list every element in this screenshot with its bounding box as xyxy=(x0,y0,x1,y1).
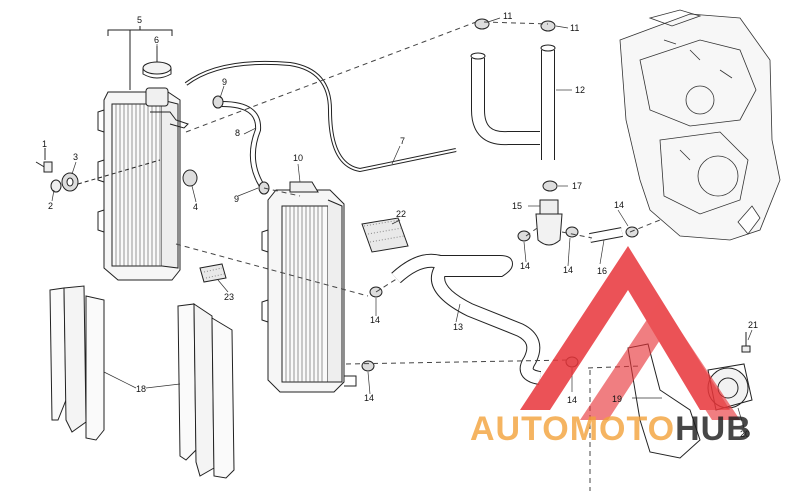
washer xyxy=(50,179,62,193)
svg-text:AUTOMOTOHUB: AUTOMOTOHUB xyxy=(470,410,752,448)
pump-gasket xyxy=(627,343,701,459)
group-bracket xyxy=(107,29,173,36)
hose-clamp xyxy=(540,20,556,32)
hose-clamp xyxy=(517,230,531,242)
callout-14: 14 xyxy=(567,395,577,405)
callout-16: 16 xyxy=(597,266,607,276)
callout-11: 11 xyxy=(570,23,579,33)
foam-pad xyxy=(361,217,409,253)
callout-18: 18 xyxy=(136,384,146,394)
callout-14: 14 xyxy=(614,200,624,210)
rubber-grommet xyxy=(61,172,79,192)
pump-bolt xyxy=(741,332,751,353)
callout-20: 20 xyxy=(740,429,750,439)
callout-labels: 1 2 3 4 5 6 7 8 9 9 10 11 11 12 13 14 14… xyxy=(42,11,758,439)
spacer xyxy=(182,169,198,187)
lower-coolant-hose xyxy=(391,253,542,385)
callout-14: 14 xyxy=(364,393,374,403)
callout-14: 14 xyxy=(370,315,380,325)
callout-7: 7 xyxy=(400,136,405,146)
callout-10: 10 xyxy=(293,153,303,163)
callout-6: 6 xyxy=(154,35,159,45)
callout-2: 2 xyxy=(48,201,53,211)
mounting-bolt xyxy=(35,148,53,173)
callout-3: 3 xyxy=(73,152,78,162)
leader-lines xyxy=(44,17,753,429)
radiator-louvre xyxy=(49,285,235,479)
left-radiator xyxy=(97,87,189,281)
callout-11: 11 xyxy=(503,11,512,21)
right-radiator xyxy=(261,181,357,393)
watermark-text: AUTOMOTOHUB xyxy=(470,410,752,448)
hose-clamp xyxy=(361,360,375,372)
hose-clamp xyxy=(474,18,490,30)
callout-9: 9 xyxy=(234,194,239,204)
hose-clamp xyxy=(565,226,579,238)
callout-14: 14 xyxy=(520,261,530,271)
hose-clamp xyxy=(212,95,224,109)
hose-clamp xyxy=(542,180,558,192)
callout-15: 15 xyxy=(512,201,522,211)
callout-4: 4 xyxy=(193,202,198,212)
callout-22: 22 xyxy=(396,209,406,219)
foam-pad-small xyxy=(199,263,227,283)
engine-outline xyxy=(619,9,781,241)
t-connector xyxy=(535,199,563,246)
upper-coolant-hose xyxy=(470,44,556,160)
callout-12: 12 xyxy=(575,85,585,95)
hose-clamp xyxy=(625,226,639,238)
callout-14: 14 xyxy=(563,265,573,275)
callout-17: 17 xyxy=(572,181,582,191)
reference-lines xyxy=(175,21,661,491)
watermark-logo-mark xyxy=(520,246,740,420)
callout-21: 21 xyxy=(748,320,758,330)
callout-5: 5 xyxy=(137,15,142,25)
callout-9: 9 xyxy=(222,77,227,87)
callout-13: 13 xyxy=(453,322,463,332)
callout-19: 19 xyxy=(612,394,622,404)
callout-23: 23 xyxy=(224,292,234,302)
callout-8: 8 xyxy=(235,128,240,138)
callout-1: 1 xyxy=(42,139,47,149)
